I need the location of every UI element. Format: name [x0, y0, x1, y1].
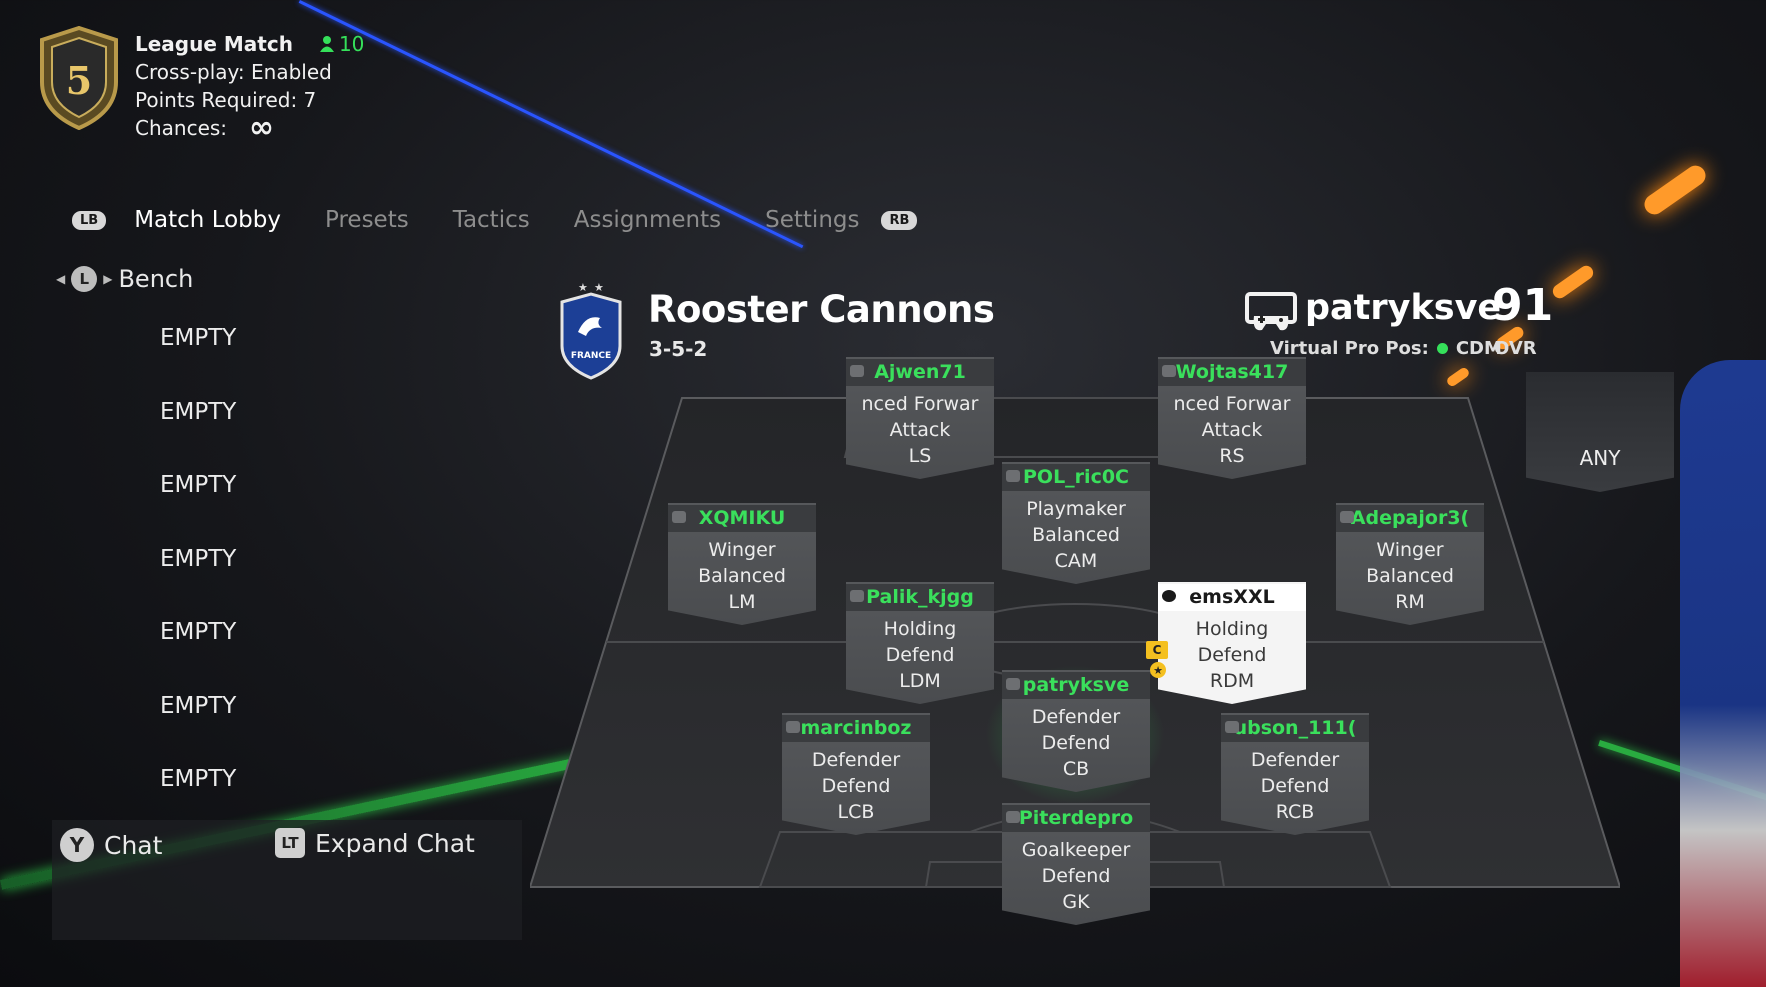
ceiling-lamp [1445, 366, 1471, 388]
gamepad-icon [1245, 292, 1297, 331]
user-ovr: 91 [1492, 280, 1554, 331]
svg-text:FRANCE: FRANCE [571, 351, 611, 361]
bench-title: Bench [118, 265, 194, 293]
team-crest-icon: ★ ★ FRANCE [560, 281, 622, 380]
chat-label: Chat [104, 830, 163, 860]
match-type: League Match [135, 32, 293, 56]
player-model [1680, 360, 1766, 987]
expand-chat-button[interactable]: LT Expand Chat [275, 828, 475, 858]
gamepad-icon [1225, 721, 1239, 733]
bench-slot[interactable]: EMPTY [160, 619, 237, 645]
chevron-right-icon: ▶ [103, 272, 113, 286]
person-icon [319, 36, 334, 52]
gamepad-icon [1006, 811, 1020, 823]
chat-button[interactable]: Y Chat [60, 828, 162, 862]
gamepad-icon [1006, 678, 1020, 690]
bench-slot[interactable]: EMPTY [160, 692, 237, 719]
svg-text:★: ★ [578, 281, 588, 294]
bench-slot[interactable]: EMPTY [160, 545, 237, 572]
svg-text:5: 5 [66, 58, 92, 103]
y-button-icon: Y [60, 828, 94, 862]
gamepad-icon [672, 511, 686, 523]
tab-match-lobby[interactable]: Match Lobby [134, 207, 281, 233]
bench-slot[interactable]: EMPTY [160, 398, 237, 425]
l-stick-button: L [71, 266, 98, 292]
user-icon [1162, 590, 1176, 602]
gamepad-icon [1162, 365, 1176, 377]
ceiling-lamp [1640, 161, 1710, 219]
tab-tactics[interactable]: Tactics [452, 207, 530, 233]
formation[interactable]: 3-5-2 [649, 337, 708, 361]
gamepad-icon [1006, 470, 1020, 482]
any-slot-card[interactable]: ANY [1526, 372, 1674, 492]
bench-slot[interactable]: EMPTY [160, 325, 237, 351]
division-shield-icon: 5 [40, 26, 118, 130]
team-name: Rooster Cannons [648, 288, 995, 331]
svg-text:★: ★ [594, 281, 604, 294]
chances-label: Chances: [135, 116, 228, 140]
rb-button[interactable]: RB [881, 210, 918, 230]
virtual-pro-position: Virtual Pro Pos: CDM [1270, 338, 1502, 359]
user-name: patryksve [1305, 288, 1502, 328]
crossplay-status: Cross-play: Enabled [135, 60, 332, 84]
star-badge-icon: ★ [1150, 662, 1166, 678]
bench-slot[interactable]: EMPTY [160, 472, 237, 498]
bench-header[interactable]: ◀ L ▶ Bench [56, 265, 193, 293]
lb-button[interactable]: LB [72, 210, 107, 230]
gamepad-icon [786, 721, 800, 733]
gamepad-icon [850, 590, 864, 602]
points-required: Points Required: 7 [135, 88, 317, 112]
bench-list: EMPTY EMPTY EMPTY EMPTY EMPTY EMPTY EMPT… [160, 325, 236, 840]
expand-chat-label: Expand Chat [315, 828, 475, 858]
tab-settings[interactable]: Settings [765, 207, 860, 233]
gamepad-icon [850, 365, 864, 377]
gamepad-icon [1340, 511, 1354, 523]
infinity-icon: ∞ [249, 110, 275, 145]
ovr-label: OVR [1494, 338, 1537, 359]
tab-assignments[interactable]: Assignments [573, 207, 722, 233]
match-info: League Match 10 Cross-play: Enabled Poin… [135, 30, 364, 145]
lobby-tabs: LB Match Lobby Presets Tactics Assignmen… [72, 207, 918, 233]
ceiling-lamp [1550, 263, 1596, 301]
chevron-left-icon: ◀ [56, 272, 66, 286]
lt-button-icon: LT [275, 828, 305, 858]
bench-slot[interactable]: EMPTY [160, 766, 237, 792]
captain-badge: C [1146, 641, 1168, 659]
player-count: 10 [319, 30, 364, 58]
tab-presets[interactable]: Presets [325, 207, 409, 233]
status-dot-icon [1436, 343, 1448, 354]
